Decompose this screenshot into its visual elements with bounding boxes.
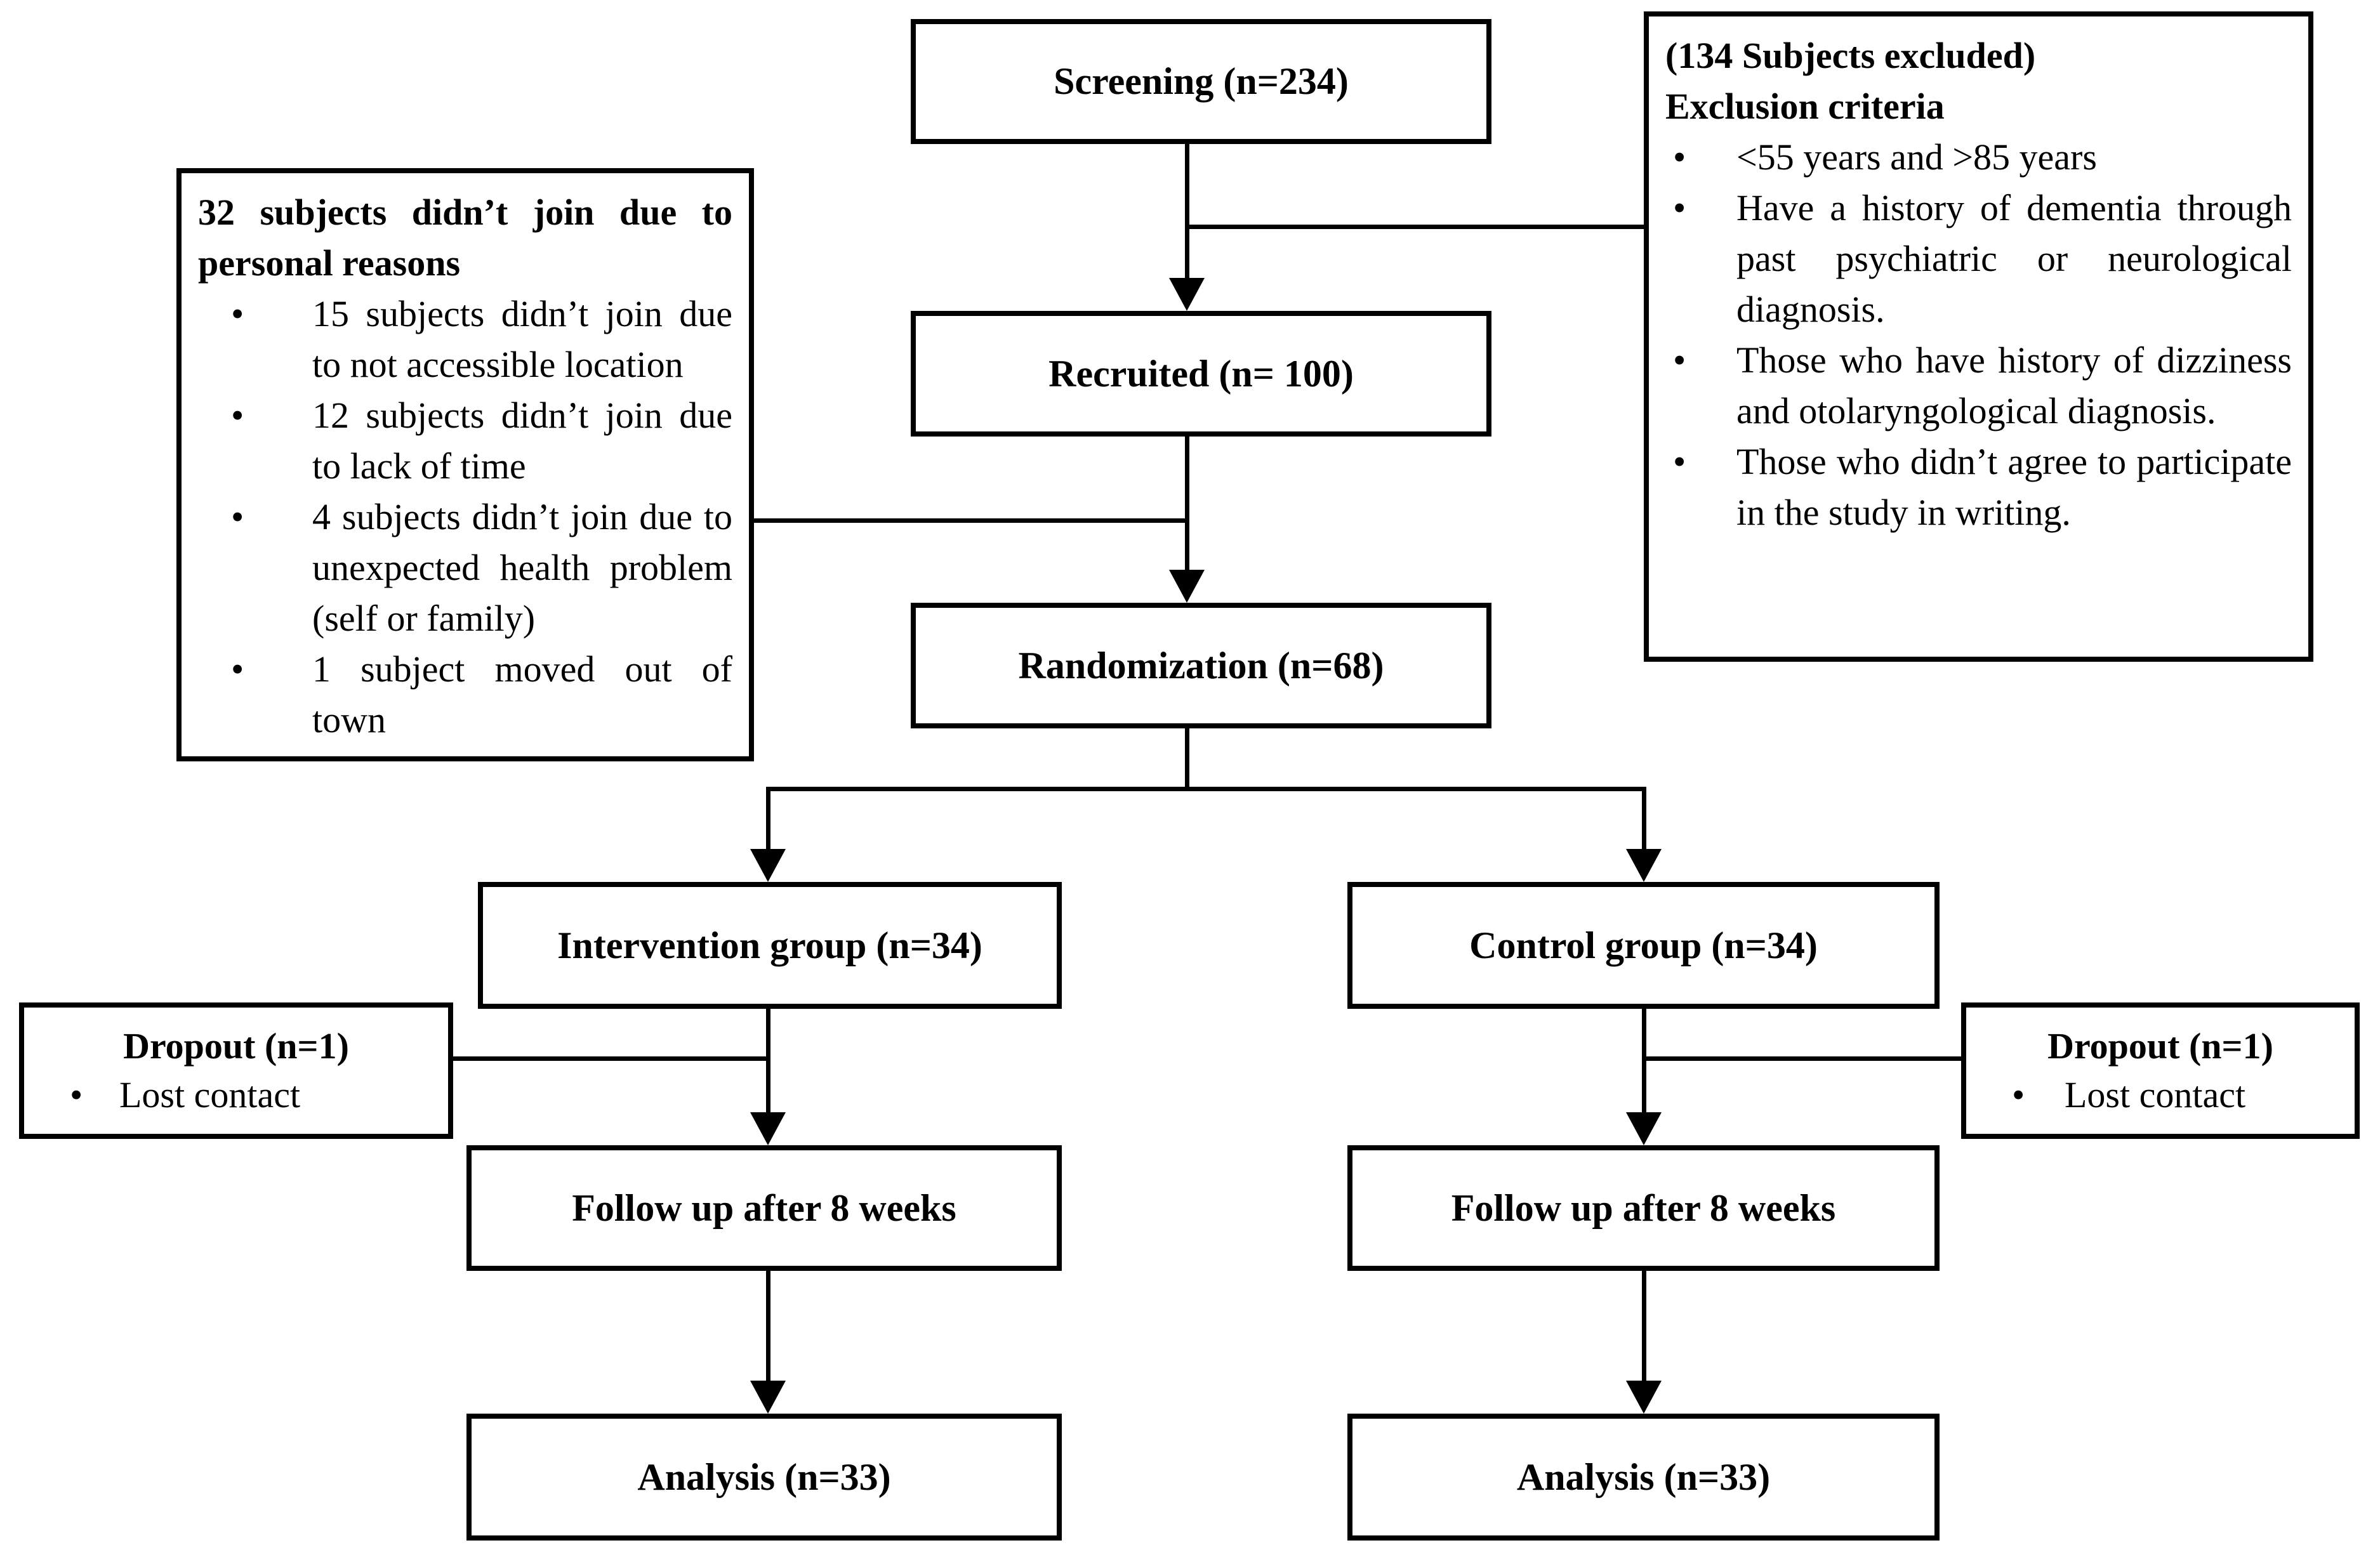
screening-label: Screening (n=234)	[1054, 60, 1349, 102]
box-control-group: Control group (n=34)	[1347, 882, 1940, 1009]
arrowhead-follow-up-control	[1626, 1112, 1662, 1145]
arrowhead-intervention	[750, 849, 786, 882]
box-screening: Screening (n=234)	[911, 19, 1491, 144]
box-follow-up-control: Follow up after 8 weeks	[1347, 1145, 1940, 1271]
list-item: 1 subject moved out of town	[198, 644, 732, 746]
box-dropout-control: Dropout (n=1) Lost contact	[1961, 1002, 2360, 1139]
connector-follow-control-down	[1642, 1271, 1646, 1381]
box-randomization: Randomization (n=68)	[911, 603, 1491, 728]
analysis-intervention-label: Analysis (n=33)	[637, 1456, 891, 1498]
box-personal-reasons: 32 subjects didn’t join due to personal …	[176, 168, 754, 761]
list-item: Have a history of dementia through past …	[1665, 183, 2292, 335]
box-recruited: Recruited (n= 100)	[911, 311, 1491, 437]
dropout-intervention-reason: Lost contact	[24, 1071, 448, 1120]
list-item: Those who didn’t agree to participate in…	[1665, 437, 2292, 538]
follow-up-control-label: Follow up after 8 weeks	[1451, 1186, 1836, 1229]
connector-reasons-box	[754, 518, 1189, 523]
dropout-control-title: Dropout (n=1)	[2047, 1025, 2273, 1067]
box-intervention-group: Intervention group (n=34)	[478, 882, 1062, 1009]
personal-reasons-title: 32 subjects didn’t join due to personal …	[198, 192, 732, 284]
list-item: 15 subjects didn’t join due to not acces…	[198, 289, 732, 390]
dropout-control-reason: Lost contact	[1966, 1071, 2355, 1120]
arrowhead-randomization	[1169, 570, 1205, 603]
box-dropout-intervention: Dropout (n=1) Lost contact	[19, 1002, 453, 1139]
personal-reasons-bullet-list: 15 subjects didn’t join due to not acces…	[198, 289, 732, 746]
box-analysis-intervention: Analysis (n=33)	[466, 1414, 1062, 1541]
arrowhead-follow-up-intervention	[750, 1112, 786, 1145]
box-exclusion-criteria: (134 Subjects excluded) Exclusion criter…	[1644, 11, 2313, 662]
recruited-label: Recruited (n= 100)	[1048, 352, 1354, 395]
connector-follow-intervention-down	[766, 1271, 770, 1381]
arrowhead-analysis-control	[1626, 1381, 1662, 1414]
intervention-label: Intervention group (n=34)	[557, 924, 982, 966]
branch-left-drop	[766, 787, 770, 855]
exclusion-title: (134 Subjects excluded)	[1665, 35, 2036, 76]
box-analysis-control: Analysis (n=33)	[1347, 1414, 1940, 1541]
list-item: 4 subjects didn’t join due to unexpected…	[198, 492, 732, 644]
connector-control-down	[1642, 1009, 1646, 1114]
dropout-intervention-title: Dropout (n=1)	[123, 1025, 349, 1067]
list-item: <55 years and >85 years	[1665, 132, 2292, 183]
connector-intervention-down	[766, 1009, 770, 1114]
arrowhead-analysis-intervention	[750, 1381, 786, 1414]
connector-recruited-to-randomization	[1185, 437, 1189, 577]
arrowhead-recruited	[1169, 278, 1205, 311]
connector-dropout-intervention	[453, 1056, 769, 1061]
control-label: Control group (n=34)	[1469, 924, 1818, 966]
connector-dropout-control	[1644, 1056, 1961, 1061]
list-item: 12 subjects didn’t join due to lack of t…	[198, 390, 732, 492]
box-follow-up-intervention: Follow up after 8 weeks	[466, 1145, 1062, 1271]
branch-line	[766, 787, 1646, 791]
connector-screening-to-recruited	[1185, 144, 1189, 280]
list-item: Those who have history of dizziness and …	[1665, 335, 2292, 437]
arrowhead-control	[1626, 849, 1662, 882]
exclusion-bullet-list: <55 years and >85 years Have a history o…	[1665, 132, 2292, 538]
follow-up-intervention-label: Follow up after 8 weeks	[572, 1186, 956, 1229]
branch-right-drop	[1642, 787, 1646, 855]
connector-to-exclusion-box	[1185, 225, 1644, 229]
exclusion-subtitle: Exclusion criteria	[1665, 86, 1945, 128]
connector-randomization-down	[1185, 728, 1189, 791]
randomization-label: Randomization (n=68)	[1018, 644, 1384, 687]
analysis-control-label: Analysis (n=33)	[1516, 1456, 1771, 1498]
